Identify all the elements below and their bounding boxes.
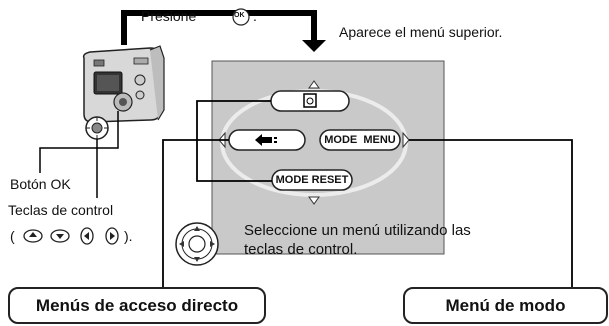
- press-label: Presione: [141, 8, 197, 24]
- ok-button-connector: [39, 111, 119, 173]
- camera-scene-icon: [303, 93, 317, 108]
- mode-connector: [409, 139, 573, 287]
- right-pill: [319, 129, 401, 151]
- right-key-icon: [105, 227, 119, 245]
- mode-menu-pill-label: MODE MENU: [324, 134, 396, 146]
- shortcut-bracket: [196, 100, 272, 182]
- control-key-glyphs: [23, 227, 119, 245]
- bottom-pill: [271, 169, 353, 191]
- ok-symbol-icon: [232, 8, 250, 26]
- quality-icon: [255, 134, 262, 146]
- ok-button-label: Botón OK: [10, 176, 71, 192]
- camera-illustration: [82, 45, 165, 123]
- up-key-icon: [23, 229, 43, 243]
- mode-reset-pill-label: MODE RESET: [275, 174, 349, 186]
- press-period: .: [253, 8, 257, 24]
- mode-menu-box: Menú de modo: [403, 287, 608, 324]
- flow-arrow-head: [302, 40, 326, 52]
- select-menu-line2: teclas de control.: [244, 241, 358, 258]
- control-dial-icon: [175, 222, 219, 266]
- down-arrow-icon: [308, 196, 320, 205]
- right-arrow-icon: [402, 131, 410, 149]
- top-menu-text: Aparece el menú superior.: [339, 24, 503, 40]
- shortcut-menus-box: Menús de acceso directo: [8, 287, 266, 324]
- control-keys-open: (: [10, 228, 15, 244]
- control-dial-small-icon: [85, 116, 109, 140]
- shortcut-connector: [162, 139, 229, 288]
- flow-bracket: [121, 10, 317, 45]
- select-menu-line1: Seleccione un menú utilizando las: [244, 222, 471, 239]
- left-key-icon: [80, 227, 94, 245]
- ok-symbol-label: OK: [234, 12, 245, 19]
- down-key-icon: [50, 229, 70, 243]
- control-keys-close: ).: [124, 228, 133, 244]
- up-arrow-icon: [308, 80, 320, 89]
- control-keys-label: Teclas de control: [8, 202, 114, 218]
